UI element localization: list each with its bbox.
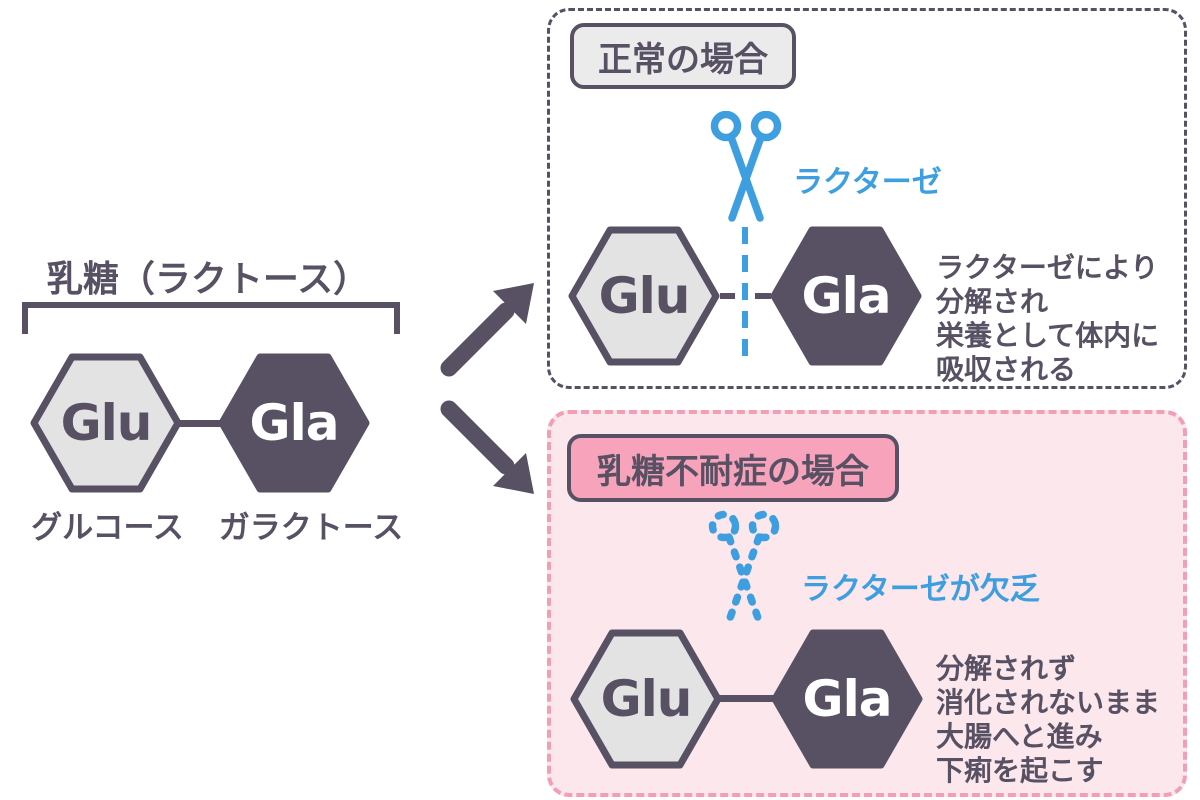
intolerance-case-description: 分解されず 消化されないまま 大腸へと進み 下痢を起こす (936, 652, 1161, 787)
normal-case-description: ラクターゼにより 分解され 栄養として体内に 吸収される (936, 251, 1160, 386)
normal-galactose-hexagon: Gla (770, 226, 922, 366)
cut-bond-left-stub (720, 293, 735, 299)
intolerance-case-box: 乳糖不耐症の場合 ラクターゼが欠乏 Glu Gla 分解 (547, 410, 1187, 797)
normal-glucose-hexagon: Glu (568, 226, 720, 366)
intolerance-case-title: 乳糖不耐症の場合 (597, 451, 869, 492)
intolerance-case-title-badge: 乳糖不耐症の場合 (567, 434, 899, 502)
hexagon-shape-icon (568, 226, 720, 366)
normal-glucose-symbol: Glu (598, 267, 691, 325)
lactase-label: ラクターゼ (793, 165, 942, 200)
normal-case-box: 正常の場合 ラクターゼ Glu G (547, 8, 1187, 389)
galactose-symbol: Gla (249, 394, 340, 452)
hexagon-shape-icon (770, 226, 922, 366)
glucose-hexagon: Glu (30, 353, 182, 493)
hexagon-shape-icon (218, 353, 370, 493)
arrow-down-right-icon (440, 400, 534, 494)
intact-bond (718, 695, 774, 702)
normal-case-title: 正常の場合 (598, 39, 768, 80)
scissors-dashed-icon (708, 510, 780, 622)
lactose-bracket (22, 302, 400, 334)
intolerance-glucose-symbol: Glu (600, 670, 693, 728)
galactose-hexagon: Gla (218, 353, 370, 493)
glycosidic-bond (176, 420, 222, 427)
lactase-deficiency-label: ラクターゼが欠乏 (801, 572, 1040, 607)
lactose-title: 乳糖（ラクトース） (46, 259, 370, 300)
intolerance-galactose-hexagon: Gla (771, 629, 923, 769)
hexagon-shape-icon (771, 629, 923, 769)
galactose-label: ガラクトース (218, 510, 404, 546)
intolerance-glucose-hexagon: Glu (570, 629, 722, 769)
arrow-up-right-icon (440, 283, 534, 377)
cut-bond-right-stub (755, 293, 771, 299)
normal-case-title-badge: 正常の場合 (570, 23, 796, 89)
normal-galactose-symbol: Gla (801, 267, 892, 325)
cut-line-dashed (742, 227, 748, 363)
scissors-icon (710, 111, 782, 222)
intolerance-galactose-symbol: Gla (802, 670, 893, 728)
glucose-label: グルコース (31, 510, 184, 546)
glucose-symbol: Glu (60, 394, 153, 452)
